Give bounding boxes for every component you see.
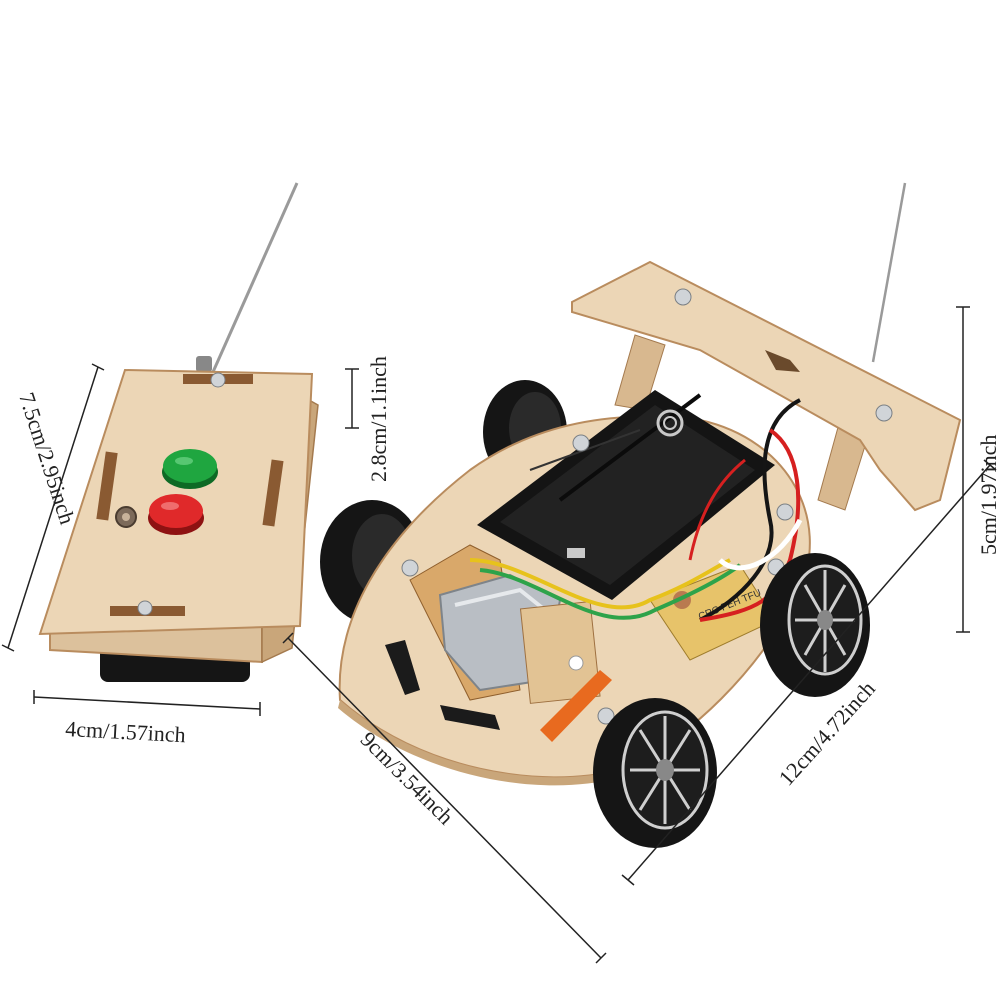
car-antenna-icon bbox=[871, 182, 907, 363]
dimension-lines bbox=[1, 306, 997, 964]
motor-icon bbox=[409, 544, 601, 704]
wheel-icon bbox=[593, 698, 717, 848]
green-push-button-icon bbox=[162, 449, 218, 489]
red-push-button-icon bbox=[148, 494, 204, 535]
wheel-icon bbox=[760, 553, 870, 697]
remote-control bbox=[38, 182, 319, 682]
rear-spoiler bbox=[571, 260, 962, 512]
battery-holder-icon bbox=[477, 390, 775, 600]
car-height-label: 5cm/1.97inch bbox=[976, 434, 1000, 555]
rc-car: CRC FEH TFU bbox=[320, 182, 962, 848]
antenna-gap-label: 2.8cm/1.1inch bbox=[366, 356, 391, 482]
remote-antenna-icon bbox=[211, 182, 299, 373]
